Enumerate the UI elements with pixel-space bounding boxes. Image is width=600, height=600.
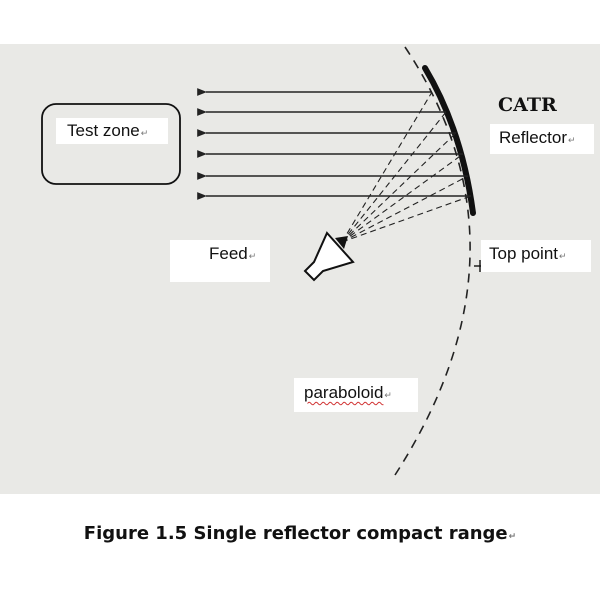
reflector-surface	[422, 65, 476, 216]
paraboloid-label: paraboloid↵	[304, 383, 392, 402]
feed-ray	[341, 111, 447, 243]
test-zone-box	[41, 103, 181, 185]
feed-ray	[341, 91, 433, 243]
paraboloid-label-patch	[294, 378, 418, 412]
top-point-label: Top point↵	[489, 244, 567, 263]
catr-label: CATR	[498, 94, 557, 116]
paraboloid-curve	[394, 46, 471, 476]
feed-ray	[341, 175, 469, 243]
feed-rays	[341, 91, 472, 243]
test-zone-label-patch	[56, 118, 168, 144]
test-zone-label: Test zone↵	[67, 121, 149, 140]
feed-label: Feed↵	[209, 244, 257, 263]
top-point-label-patch	[481, 240, 591, 272]
feed-ray	[341, 132, 457, 243]
reflector-label-patch	[490, 124, 594, 154]
feed-horn-body	[303, 231, 355, 282]
figure-caption: Figure 1.5 Single reflector compact rang…	[83, 523, 517, 544]
collimated-rays	[197, 88, 471, 200]
feed-phase-center	[335, 236, 348, 249]
feed-horn	[303, 231, 355, 282]
feed-label-patch	[170, 240, 270, 282]
feed-ray	[341, 153, 464, 243]
feed-ray	[341, 195, 472, 243]
reflector-label: Reflector↵	[499, 128, 576, 147]
